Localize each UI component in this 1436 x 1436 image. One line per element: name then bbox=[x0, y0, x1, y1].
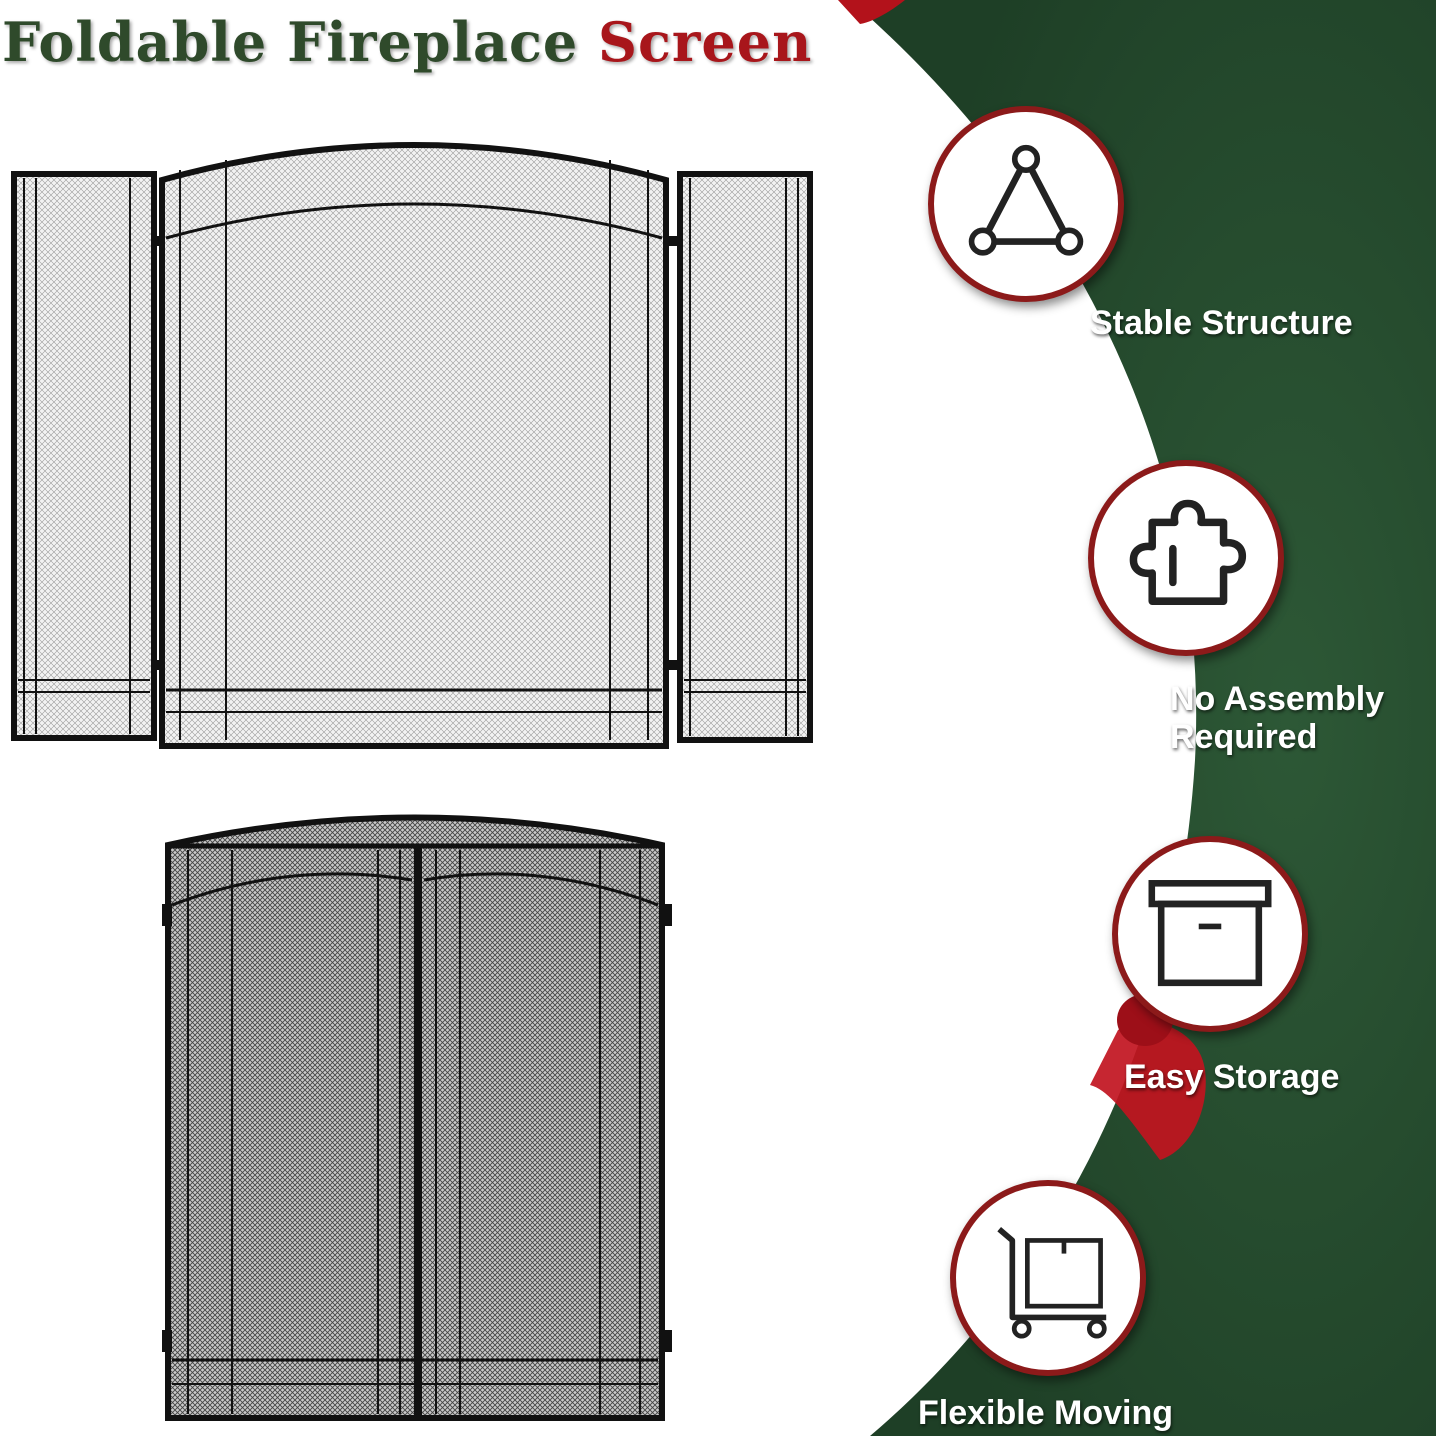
feature-badge-easy-storage bbox=[1112, 836, 1308, 1032]
page-title: Foldable Fireplace Screen bbox=[2, 10, 813, 74]
feature-label-flexible-moving: Flexible Moving bbox=[918, 1394, 1174, 1432]
feature-label-no-assembly-line1: No Assembly bbox=[1170, 680, 1385, 718]
feature-label-no-assembly: No Assembly Required bbox=[1170, 680, 1384, 756]
feature-label-stable-structure: Stable Structure bbox=[1090, 304, 1353, 342]
red-ribbon-lower bbox=[1090, 1022, 1206, 1160]
hand-cart-icon bbox=[997, 1227, 1107, 1339]
three-panel-fireplace-screen bbox=[11, 142, 813, 749]
storage-box-icon bbox=[1148, 880, 1272, 987]
triangle-nodes-icon bbox=[968, 144, 1084, 256]
puzzle-piece-icon bbox=[1129, 499, 1247, 605]
feature-badge-no-assembly bbox=[1088, 460, 1284, 656]
feature-badge-stable-structure bbox=[928, 106, 1124, 302]
feature-label-easy-storage: Easy Storage bbox=[1124, 1058, 1340, 1096]
red-ribbon-top bbox=[838, 0, 905, 24]
feature-label-no-assembly-line2: Required bbox=[1170, 718, 1318, 756]
feature-badge-flexible-moving bbox=[950, 1180, 1146, 1376]
green-panel bbox=[850, 0, 1436, 1436]
folded-fireplace-screen bbox=[162, 814, 672, 1421]
